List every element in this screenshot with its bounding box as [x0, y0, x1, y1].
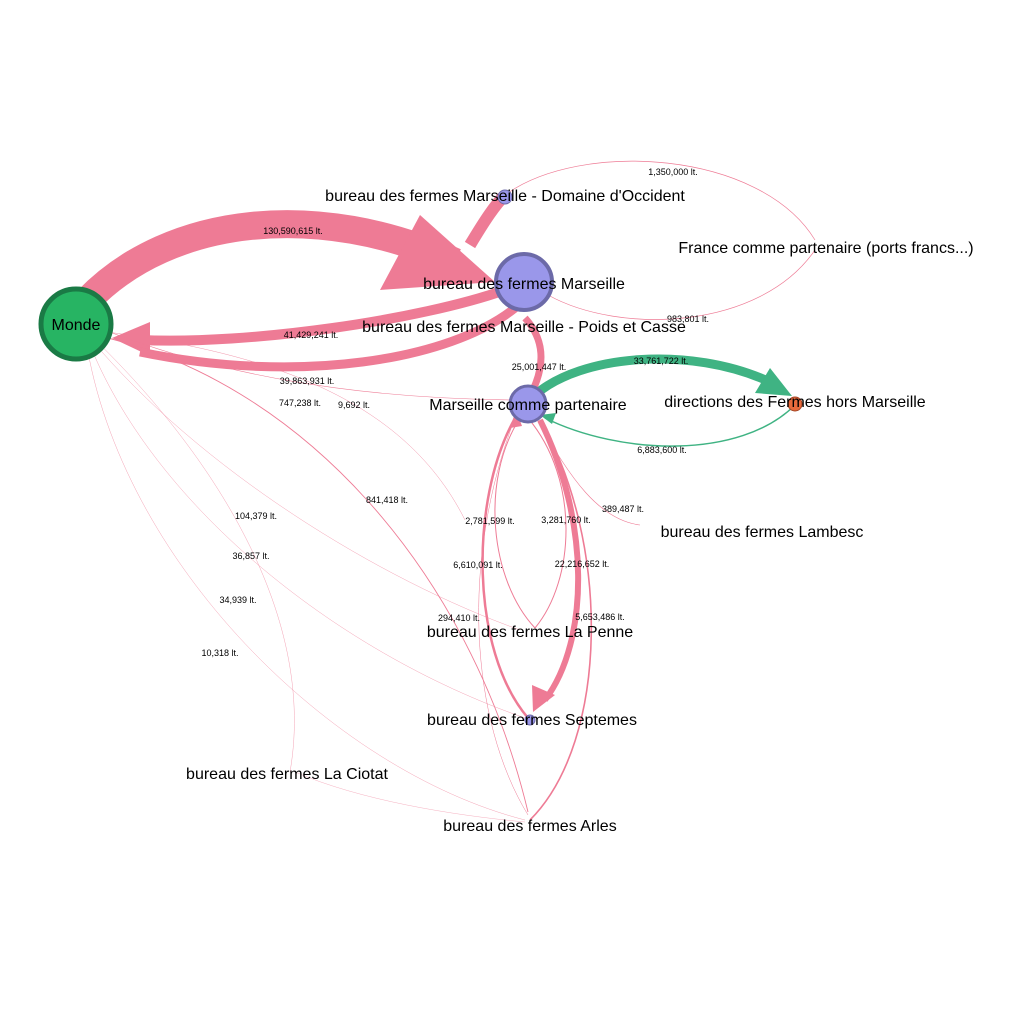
edge-label-e15: 6,610,091 lt. — [453, 560, 503, 570]
edge-label-e4: 1,350,000 lt. — [648, 167, 698, 177]
nodes — [38, 189, 803, 726]
label-france: France comme partenaire (ports francs...… — [678, 240, 973, 257]
edge-label-e10: 9,692 lt. — [338, 400, 370, 410]
edge-bfm-to-mcp — [522, 315, 545, 394]
edge-monde-mcp-747238 — [91, 324, 529, 401]
label-arles: bureau des fermes Arles — [443, 818, 616, 835]
edge-labels: 130,590,615 lt. 41,429,241 lt. 39,863,93… — [201, 167, 709, 658]
edge-label-e2: 41,429,241 lt. — [284, 330, 339, 340]
edge-france-to-bfm — [547, 249, 816, 320]
edge-label-e8: 6,883,600 lt. — [637, 445, 687, 455]
label-lambesc: bureau des fermes Lambesc — [661, 524, 864, 541]
edge-label-e7: 33,761,722 lt. — [634, 356, 689, 366]
node-labels: Monde bureau des fermes Marseille bureau… — [52, 188, 974, 835]
edge-mcp-to-dfhm — [532, 354, 772, 399]
edge-label-e22: 10,318 lt. — [201, 648, 238, 658]
edge-label-e12: 389,487 lt. — [602, 504, 644, 514]
edge-laciotat-arles — [294, 771, 526, 823]
edge-label-e16: 22,216,652 lt. — [555, 559, 610, 569]
label-bfm-do: bureau des fermes Marseille - Domaine d'… — [325, 188, 685, 205]
label-septemes: bureau des fermes Septemes — [427, 712, 637, 729]
edge-dfhm-to-mcp-arrow — [540, 413, 556, 424]
label-monde: Monde — [52, 317, 101, 334]
edge-label-e9: 747,238 lt. — [279, 398, 321, 408]
node-dfhm[interactable] — [787, 396, 803, 412]
edge-bfmdo-to-france — [504, 160, 816, 241]
edge-monde-septemes — [87, 339, 526, 719]
node-bfm-do[interactable] — [497, 189, 513, 205]
edge-label-e18: 5,653,486 lt. — [575, 612, 625, 622]
edge-mcp-lapenne-a — [494, 417, 536, 629]
label-bfm: bureau des fermes Marseille — [423, 276, 625, 293]
edge-label-e21: 34,939 lt. — [219, 595, 256, 605]
edge-monde-to-bfm — [77, 210, 461, 310]
edge-mcp-septemes — [537, 418, 582, 702]
edge-label-e3: 39,863,931 lt. — [280, 376, 335, 386]
edge-mcp-to-dfhm-arrow — [755, 368, 792, 396]
label-mcp: Marseille comme partenaire — [429, 397, 627, 414]
edge-label-e1: 130,590,615 lt. — [263, 226, 323, 236]
edge-monde-9692 — [91, 329, 466, 521]
edge-monde-to-bfm-arrow — [380, 215, 495, 290]
edge-monde-841418 — [94, 334, 529, 813]
label-bfm-pc: bureau des fermes Marseille - Poids et C… — [362, 319, 686, 336]
edge-mcp-arles — [529, 419, 593, 821]
edge-septemes-mcp — [481, 419, 529, 719]
edge-monde-arles — [85, 339, 526, 821]
node-mcp[interactable] — [508, 384, 548, 424]
edge-arles-mcp — [478, 417, 529, 816]
edge-mcp-lapenne-b — [527, 417, 567, 629]
edge-label-e19: 104,379 lt. — [235, 511, 277, 521]
edge-mcp-septemes-arrow — [532, 685, 555, 712]
edge-label-e6: 25,001,447 lt. — [512, 362, 567, 372]
edge-label-e17: 294,410 lt. — [438, 613, 480, 623]
edge-label-e13: 2,781,599 lt. — [465, 516, 515, 526]
edges — [77, 160, 816, 823]
edge-label-e5: 983,801 lt. — [667, 314, 709, 324]
edge-bfm-to-monde — [139, 285, 507, 346]
node-bfm[interactable] — [494, 252, 554, 312]
edge-label-e20: 36,857 lt. — [232, 551, 269, 561]
label-laciotat: bureau des fermes La Ciotat — [186, 766, 388, 783]
edge-label-e11: 841,418 lt. — [366, 495, 408, 505]
edge-dfhm-to-mcp — [544, 404, 796, 447]
edge-label-e14: 3,281,760 lt. — [541, 515, 591, 525]
node-septemes[interactable] — [524, 714, 536, 726]
label-dfhm: directions des Fermes hors Marseille — [664, 394, 926, 411]
node-monde[interactable] — [38, 286, 114, 362]
label-lapenne: bureau des fermes La Penne — [427, 624, 633, 641]
